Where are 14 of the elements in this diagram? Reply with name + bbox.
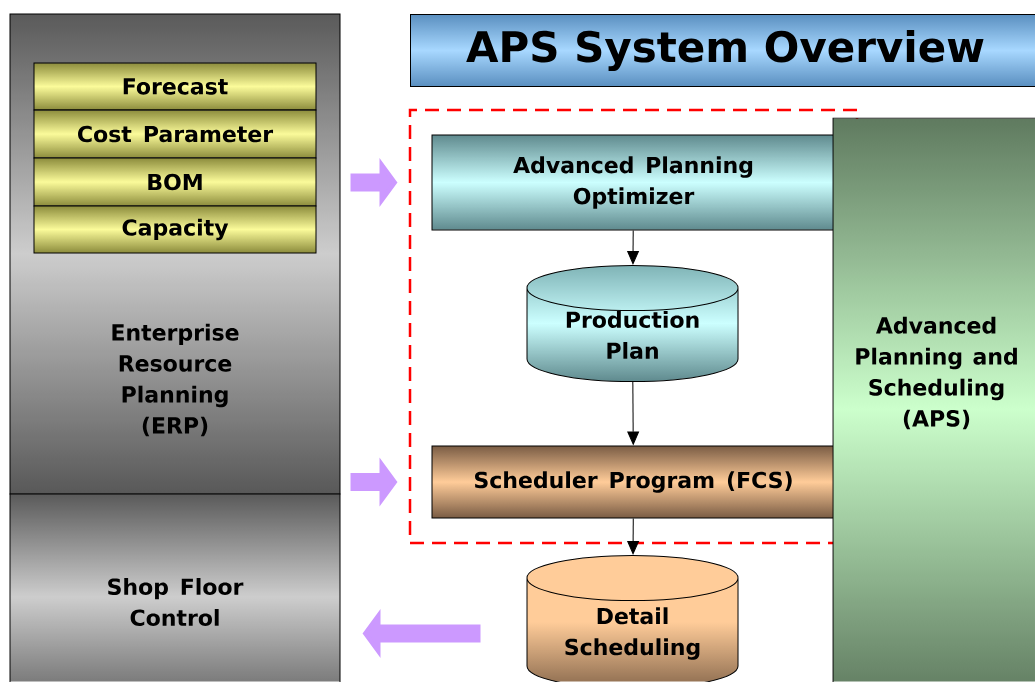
title-banner: APS System Overview [410,14,1035,87]
data-bar: BOM [33,157,317,207]
process-box: Advanced Planning Optimizer [431,134,836,231]
data-bar: Forecast [33,62,317,111]
database-cylinder: Detail Scheduling [526,555,739,682]
arrow [627,230,639,265]
data-bar: Cost Parameter [33,109,317,159]
data-bar: Capacity [33,205,317,254]
database-cylinder: Production Plan [526,265,739,382]
arrow [627,518,639,555]
arrow [627,381,640,445]
system-box: Advanced Planning and Scheduling (APS) [832,117,1035,682]
process-box: Scheduler Program (FCS) [431,445,836,519]
shop-floor-box: Shop Floor Control [9,493,341,682]
